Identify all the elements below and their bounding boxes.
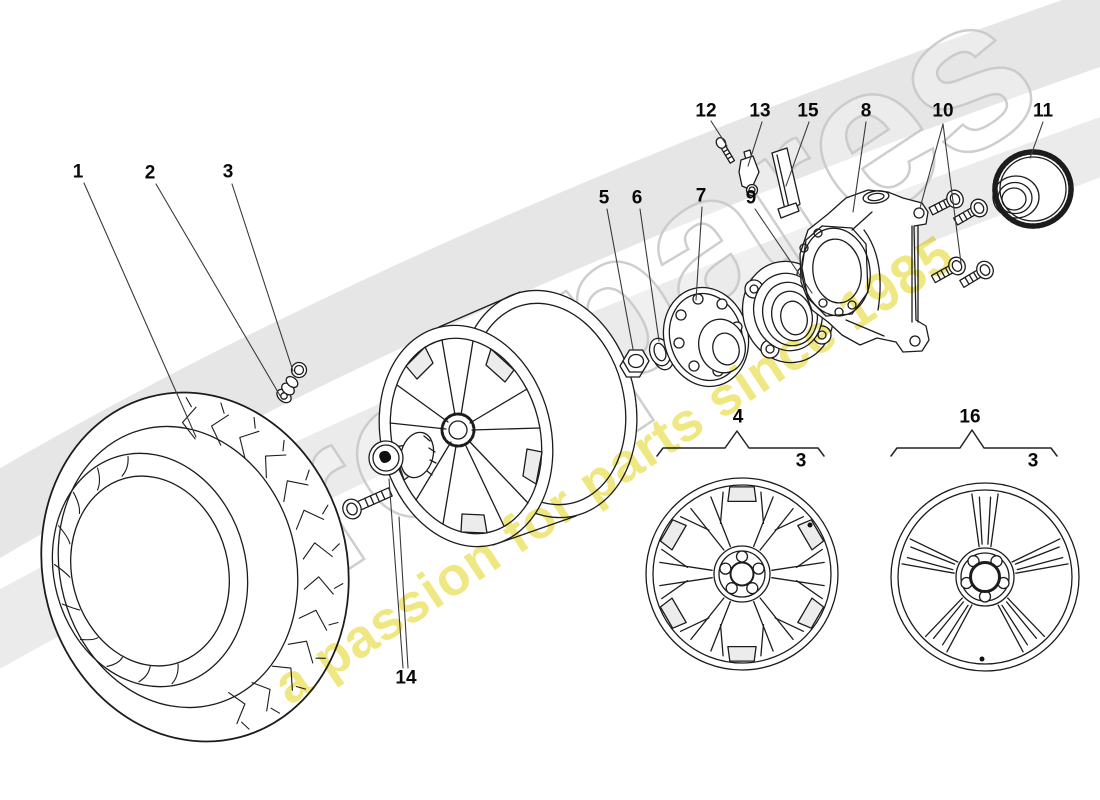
shim-plate-drawing [771,147,801,219]
tire-sidewall-marks [53,455,179,685]
center-cap-drawing [368,440,404,476]
bearing-cap-drawing [992,149,1074,229]
part-number-16: 16 [959,406,981,428]
knuckle-bolts-drawing [928,189,994,288]
part-number-9: 9 [745,187,757,209]
wheel-rim-drawing [378,289,638,548]
hub-nut-drawing [619,349,650,378]
part-number-7: 7 [695,185,707,207]
leader-lines [83,120,1044,669]
swoosh-upper-band [0,0,1100,559]
part-number-3: 3 [222,161,234,183]
part-number-2: 2 [144,162,156,184]
part-number-13: 13 [749,100,771,122]
part-number-3: 3 [1027,450,1039,472]
tire-drawing [40,391,350,743]
bracket-group-4 [656,430,825,457]
wheel-bolt-drawing [342,487,393,520]
part-number-8: 8 [860,100,872,122]
rim-spokes [389,339,541,527]
part-number-3: 3 [795,450,807,472]
sensor-screw-drawing [715,137,736,164]
part-number-1: 1 [72,161,84,183]
wheel-hub-drawing [662,286,750,388]
part-number-10: 10 [932,100,954,122]
group-brackets [656,429,1058,457]
part-number-15: 15 [797,100,819,122]
center-cap-retainer-drawing [399,431,437,479]
front-wheel-style1-drawing [645,477,839,671]
part-number-14: 14 [395,667,417,689]
tire-tread-pattern [181,397,344,730]
part-number-5: 5 [598,187,610,209]
washer-drawing [648,337,675,371]
abs-sensor-drawing [738,149,760,197]
tire-valve-drawing [276,361,308,404]
part-number-6: 6 [631,187,643,209]
part-number-12: 12 [695,100,717,122]
part-number-11: 11 [1032,100,1054,122]
part-number-4: 4 [732,406,744,428]
front-wheel-style2-drawing [890,482,1080,672]
lamborghini-logo-icon [379,450,392,463]
bracket-group-16 [890,429,1058,457]
